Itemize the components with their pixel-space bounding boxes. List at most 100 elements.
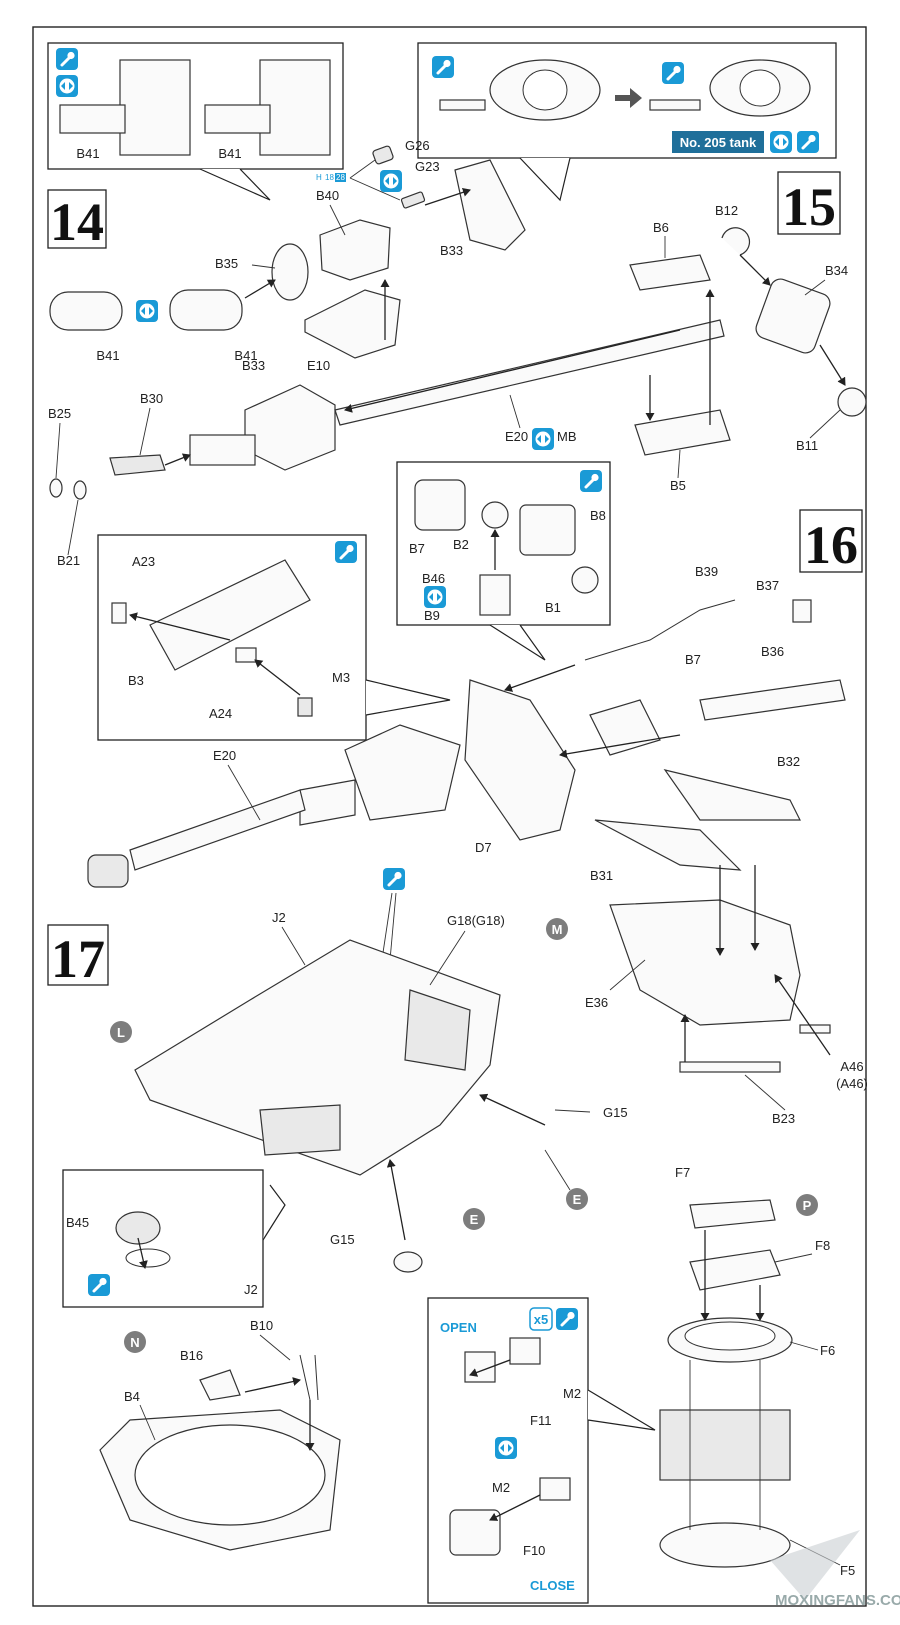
label-b45: B45 <box>66 1215 89 1230</box>
marker-e-1-text: E <box>573 1192 582 1207</box>
label-b25: B25 <box>48 406 71 421</box>
open-label: OPEN <box>440 1320 477 1335</box>
label-b11: B11 <box>796 438 818 453</box>
label-g18: G18(G18) <box>447 913 505 928</box>
label-b31: B31 <box>590 868 613 883</box>
label-m2-b: M2 <box>492 1480 510 1495</box>
glue-icon <box>333 539 359 565</box>
close-label: CLOSE <box>530 1578 575 1593</box>
glue-icon <box>578 468 604 494</box>
label-e10: E10 <box>307 358 330 373</box>
option-rotate-icon <box>424 586 446 608</box>
label-b7-b: B7 <box>685 652 701 667</box>
label-a23: A23 <box>132 554 155 569</box>
label-b8: B8 <box>590 508 606 523</box>
option-rotate-icon <box>770 131 792 153</box>
label-b12: B12 <box>715 203 738 218</box>
label-b10: B10 <box>250 1318 273 1333</box>
label-a24: A24 <box>209 706 232 721</box>
marker-n-text: N <box>130 1335 139 1350</box>
step-16: 16 B7 B2 B8 B46 B9 B1 <box>87 461 863 888</box>
page-border <box>32 26 867 1607</box>
drill-icon <box>660 60 686 86</box>
marker-p-text: P <box>803 1198 812 1213</box>
option-rotate-icon <box>380 170 402 192</box>
tank-badge <box>672 131 764 153</box>
step-14: 14 B41 B41 No. <box>47 42 837 568</box>
watermark-logo <box>770 1530 860 1600</box>
label-g26: G26 <box>405 138 430 153</box>
label-g23: G23 <box>415 159 440 174</box>
label-b41-d: B41 <box>234 348 257 363</box>
label-b41-b: B41 <box>218 146 241 161</box>
label-b23: B23 <box>772 1111 795 1126</box>
glue-icon <box>795 129 821 155</box>
tank-badge-label: No. 205 tank <box>680 135 757 150</box>
label-b16: B16 <box>180 1348 203 1363</box>
marker-e-2 <box>463 1208 485 1230</box>
label-f5: F5 <box>840 1563 855 1578</box>
step-16-number: 16 <box>804 515 858 575</box>
label-b7-a: B7 <box>409 541 425 556</box>
label-b39: B39 <box>695 564 718 579</box>
x5-label: x5 <box>534 1312 548 1327</box>
label-d7: D7 <box>475 840 492 855</box>
option-rotate-icon <box>56 75 78 97</box>
label-b9: B9 <box>424 608 440 623</box>
label-g15-b: G15 <box>330 1232 355 1247</box>
marker-e-2-text: E <box>470 1212 479 1227</box>
label-f10: F10 <box>523 1543 545 1558</box>
label-b21: B21 <box>57 553 80 568</box>
step-17: 17 L J2 G18(G18) G15 E E G15 M E36 <box>47 865 868 1604</box>
sprue-h: H <box>316 173 322 182</box>
label-b41-c: B41 <box>96 348 119 363</box>
label-a46: A46 <box>840 1059 863 1074</box>
step-16-frame <box>799 509 863 573</box>
label-b2: B2 <box>453 537 469 552</box>
glue-icon <box>54 46 80 72</box>
step-17-frame <box>47 924 109 986</box>
step-15-number: 15 <box>782 177 836 237</box>
step-15-frame <box>777 171 841 235</box>
label-e20-mb: E20 <box>505 429 528 444</box>
stripe-icon <box>430 54 456 80</box>
option-rotate-icon <box>136 300 158 322</box>
label-f8: F8 <box>815 1238 830 1253</box>
label-j2-b: J2 <box>244 1282 258 1297</box>
glue-icon <box>554 1306 580 1332</box>
inset-b41-box: B41 B41 <box>47 42 344 201</box>
step-14-number: 14 <box>50 192 104 252</box>
label-f6: F6 <box>820 1343 835 1358</box>
move-arrow-icon <box>615 88 642 108</box>
label-b33-b: B33 <box>242 358 265 373</box>
label-b36: B36 <box>761 644 784 659</box>
sprue-n1: 18 <box>325 173 334 182</box>
label-b3: B3 <box>128 673 144 688</box>
label-b40: B40 <box>316 188 339 203</box>
label-b34: B34 <box>825 263 848 278</box>
marker-l <box>110 1021 132 1043</box>
inset-b8-box: B7 B2 B8 B46 B9 B1 <box>396 461 611 661</box>
label-e36: E36 <box>585 995 608 1010</box>
marker-m <box>546 918 568 940</box>
label-b30: B30 <box>140 391 163 406</box>
label-b41-a: B41 <box>76 146 99 161</box>
label-e20: E20 <box>213 748 236 763</box>
inset-b33-box: No. 205 tank <box>417 42 837 202</box>
label-j2-a: J2 <box>272 910 286 925</box>
marker-p <box>796 1194 818 1216</box>
sprue-n2: 28 <box>336 173 345 182</box>
glue-icon <box>381 866 407 892</box>
marker-n <box>124 1331 146 1353</box>
label-f11: F11 <box>530 1413 551 1428</box>
label-m2-a: M2 <box>563 1386 581 1401</box>
label-mb: MB <box>557 429 577 444</box>
step-15: 15 B6 B12 B34 B11 B5 <box>629 171 867 493</box>
marker-e-1 <box>566 1188 588 1210</box>
inset-b45-box: B45 J2 <box>62 1169 286 1308</box>
label-b4: B4 <box>124 1389 140 1404</box>
inset-b3-box: A23 B3 A24 M3 <box>97 534 451 741</box>
marker-l-text: L <box>117 1025 125 1040</box>
label-b6: B6 <box>653 220 669 235</box>
